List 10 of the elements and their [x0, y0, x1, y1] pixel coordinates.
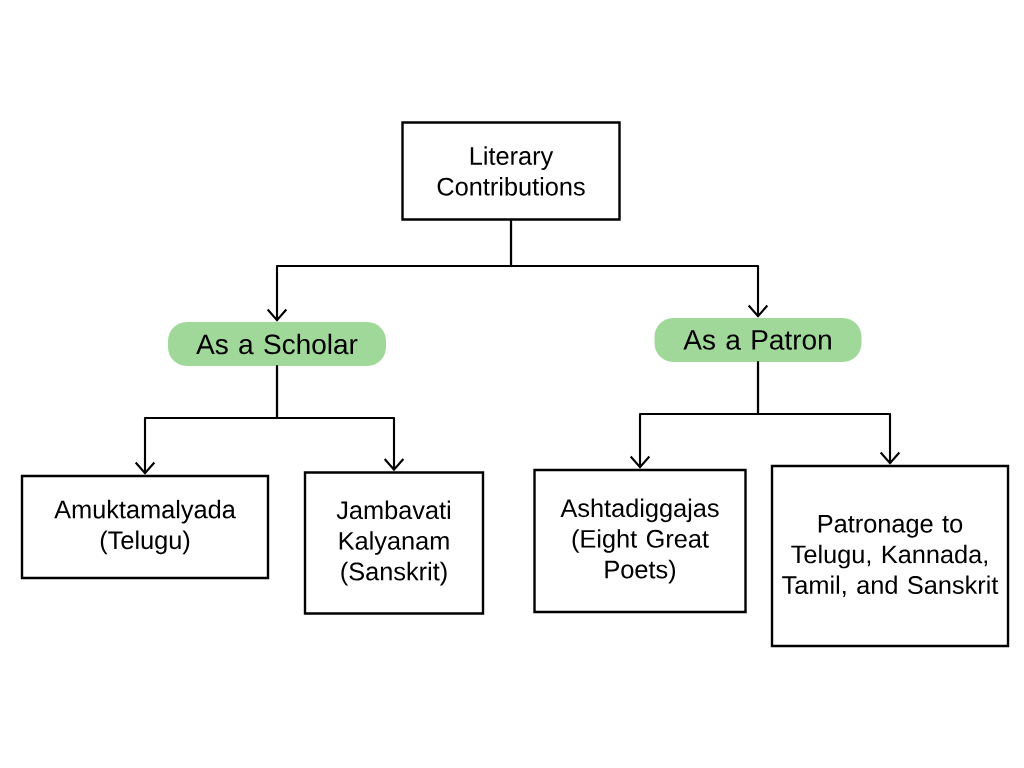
category-pill: As a Scholar [168, 322, 386, 366]
category-pill: As a Patron [654, 318, 862, 362]
text-box: Patronage to Telugu, Kannada, Tamil, and Sanskrit [770, 464, 1010, 648]
text-box: Jambavati Kalyanam (Sanskrit) [303, 471, 485, 615]
text-box: Ashtadiggajas (Eight Great Poets) [533, 468, 747, 614]
arrow [509, 219, 769, 318]
arrow [756, 361, 901, 465]
text-box: Amuktamalyada (Telugu) [20, 474, 270, 580]
arrow [275, 365, 405, 472]
text-box: Literary Contributions [401, 121, 621, 221]
